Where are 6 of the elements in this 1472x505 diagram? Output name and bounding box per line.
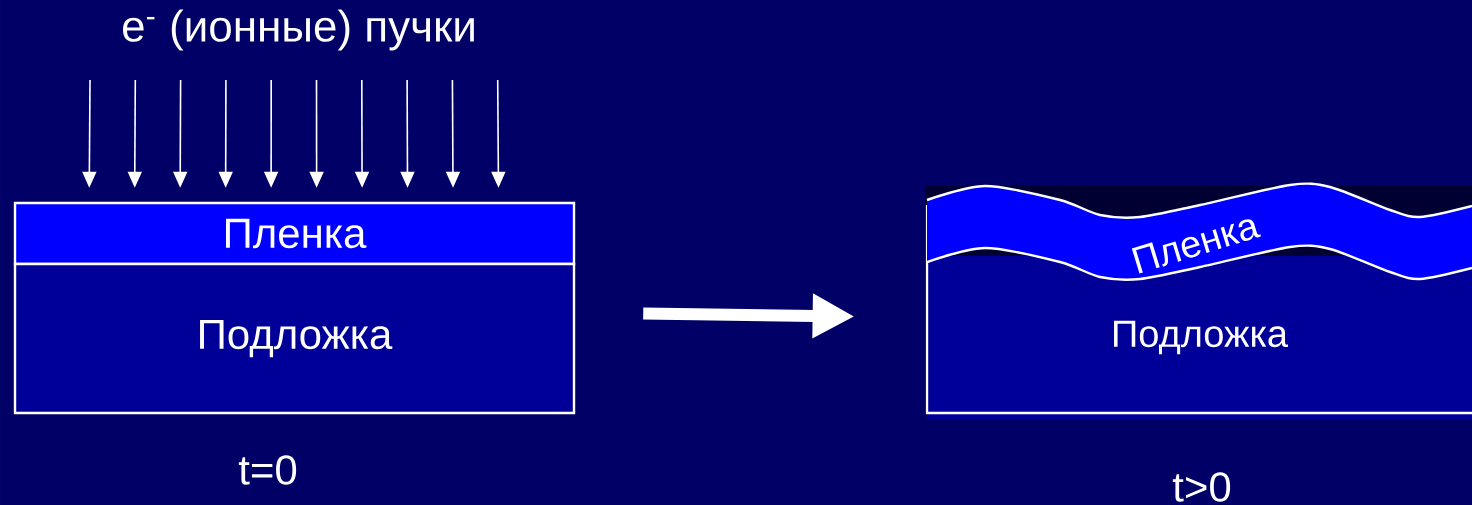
substrate-block: Подложка — [13, 262, 576, 415]
film-layer: Пленка — [13, 201, 576, 266]
time-label: t=0 — [238, 455, 297, 485]
time-label: t>0 — [1172, 472, 1231, 502]
title: e$^{-}$ (ионные) пучки — [123, 9, 474, 51]
film-layer: Пленка — [926, 182, 1472, 281]
